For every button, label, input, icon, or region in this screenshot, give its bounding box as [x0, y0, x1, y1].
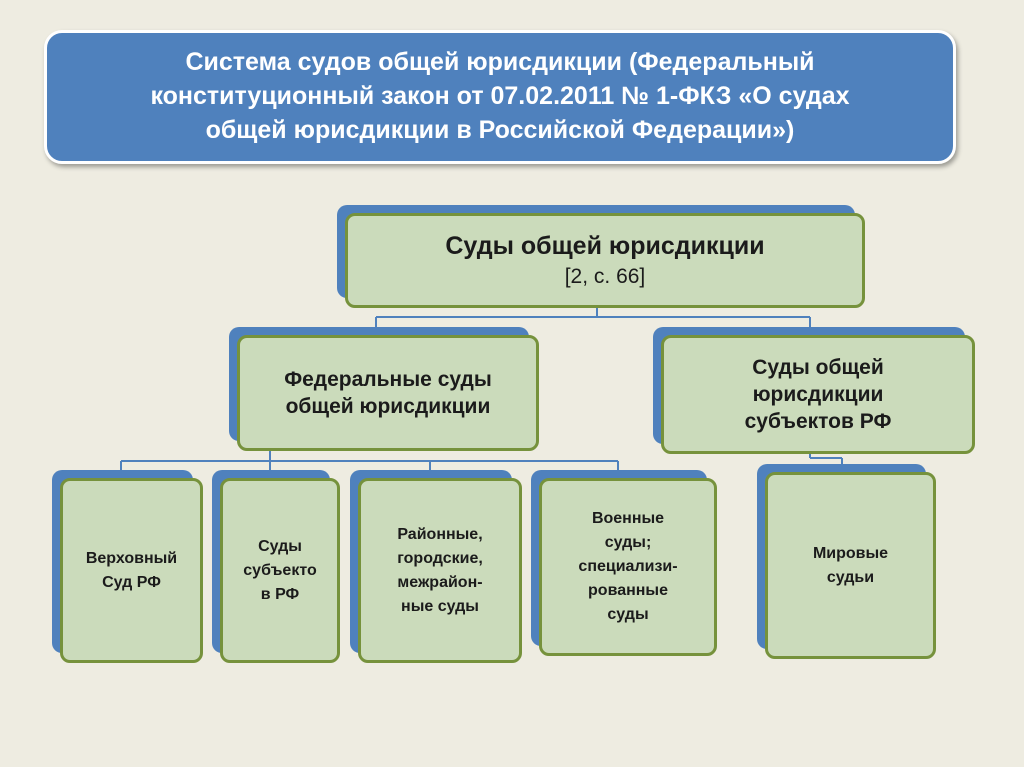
node-supreme-court: Верховный Суд РФ — [52, 470, 203, 663]
military-label: Военные суды; специализи- рованные суды — [578, 510, 678, 623]
node-federal-courts: Федеральные суды общей юрисдикции — [229, 327, 539, 451]
root-reference: [2, с. 66] — [564, 265, 646, 288]
supreme-label: Верховный Суд РФ — [85, 549, 178, 591]
node-general-jurisdiction-courts: Суды общей юрисдикции [2, с. 66] — [337, 205, 865, 308]
root-label: Суды общей юрисдикции — [445, 232, 765, 260]
node-military-courts: Военные суды; специализи- рованные суды — [531, 470, 717, 656]
magistrates-label: Мировые судьи — [812, 544, 889, 586]
district-label: Районные, городские, межрайон- ные суды — [397, 525, 483, 615]
node-district-courts: Районные, городские, межрайон- ные суды — [350, 470, 522, 663]
node-subject-federal-courts: Суды субъекто в РФ — [212, 470, 340, 663]
title-banner: Система судов общей юрисдикции (Федераль… — [44, 30, 956, 164]
federal-label: Федеральные суды общей юрисдикции — [284, 367, 492, 418]
node-magistrates: Мировые судьи — [757, 464, 936, 659]
node-subject-courts: Суды общей юрисдикции субъектов РФ — [653, 327, 975, 454]
subject-courts-label: Суды субъекто в РФ — [243, 537, 317, 603]
title-text: Система судов общей юрисдикции (Федераль… — [150, 48, 850, 144]
subjects-label: Суды общей юрисдикции субъектов РФ — [744, 355, 892, 434]
